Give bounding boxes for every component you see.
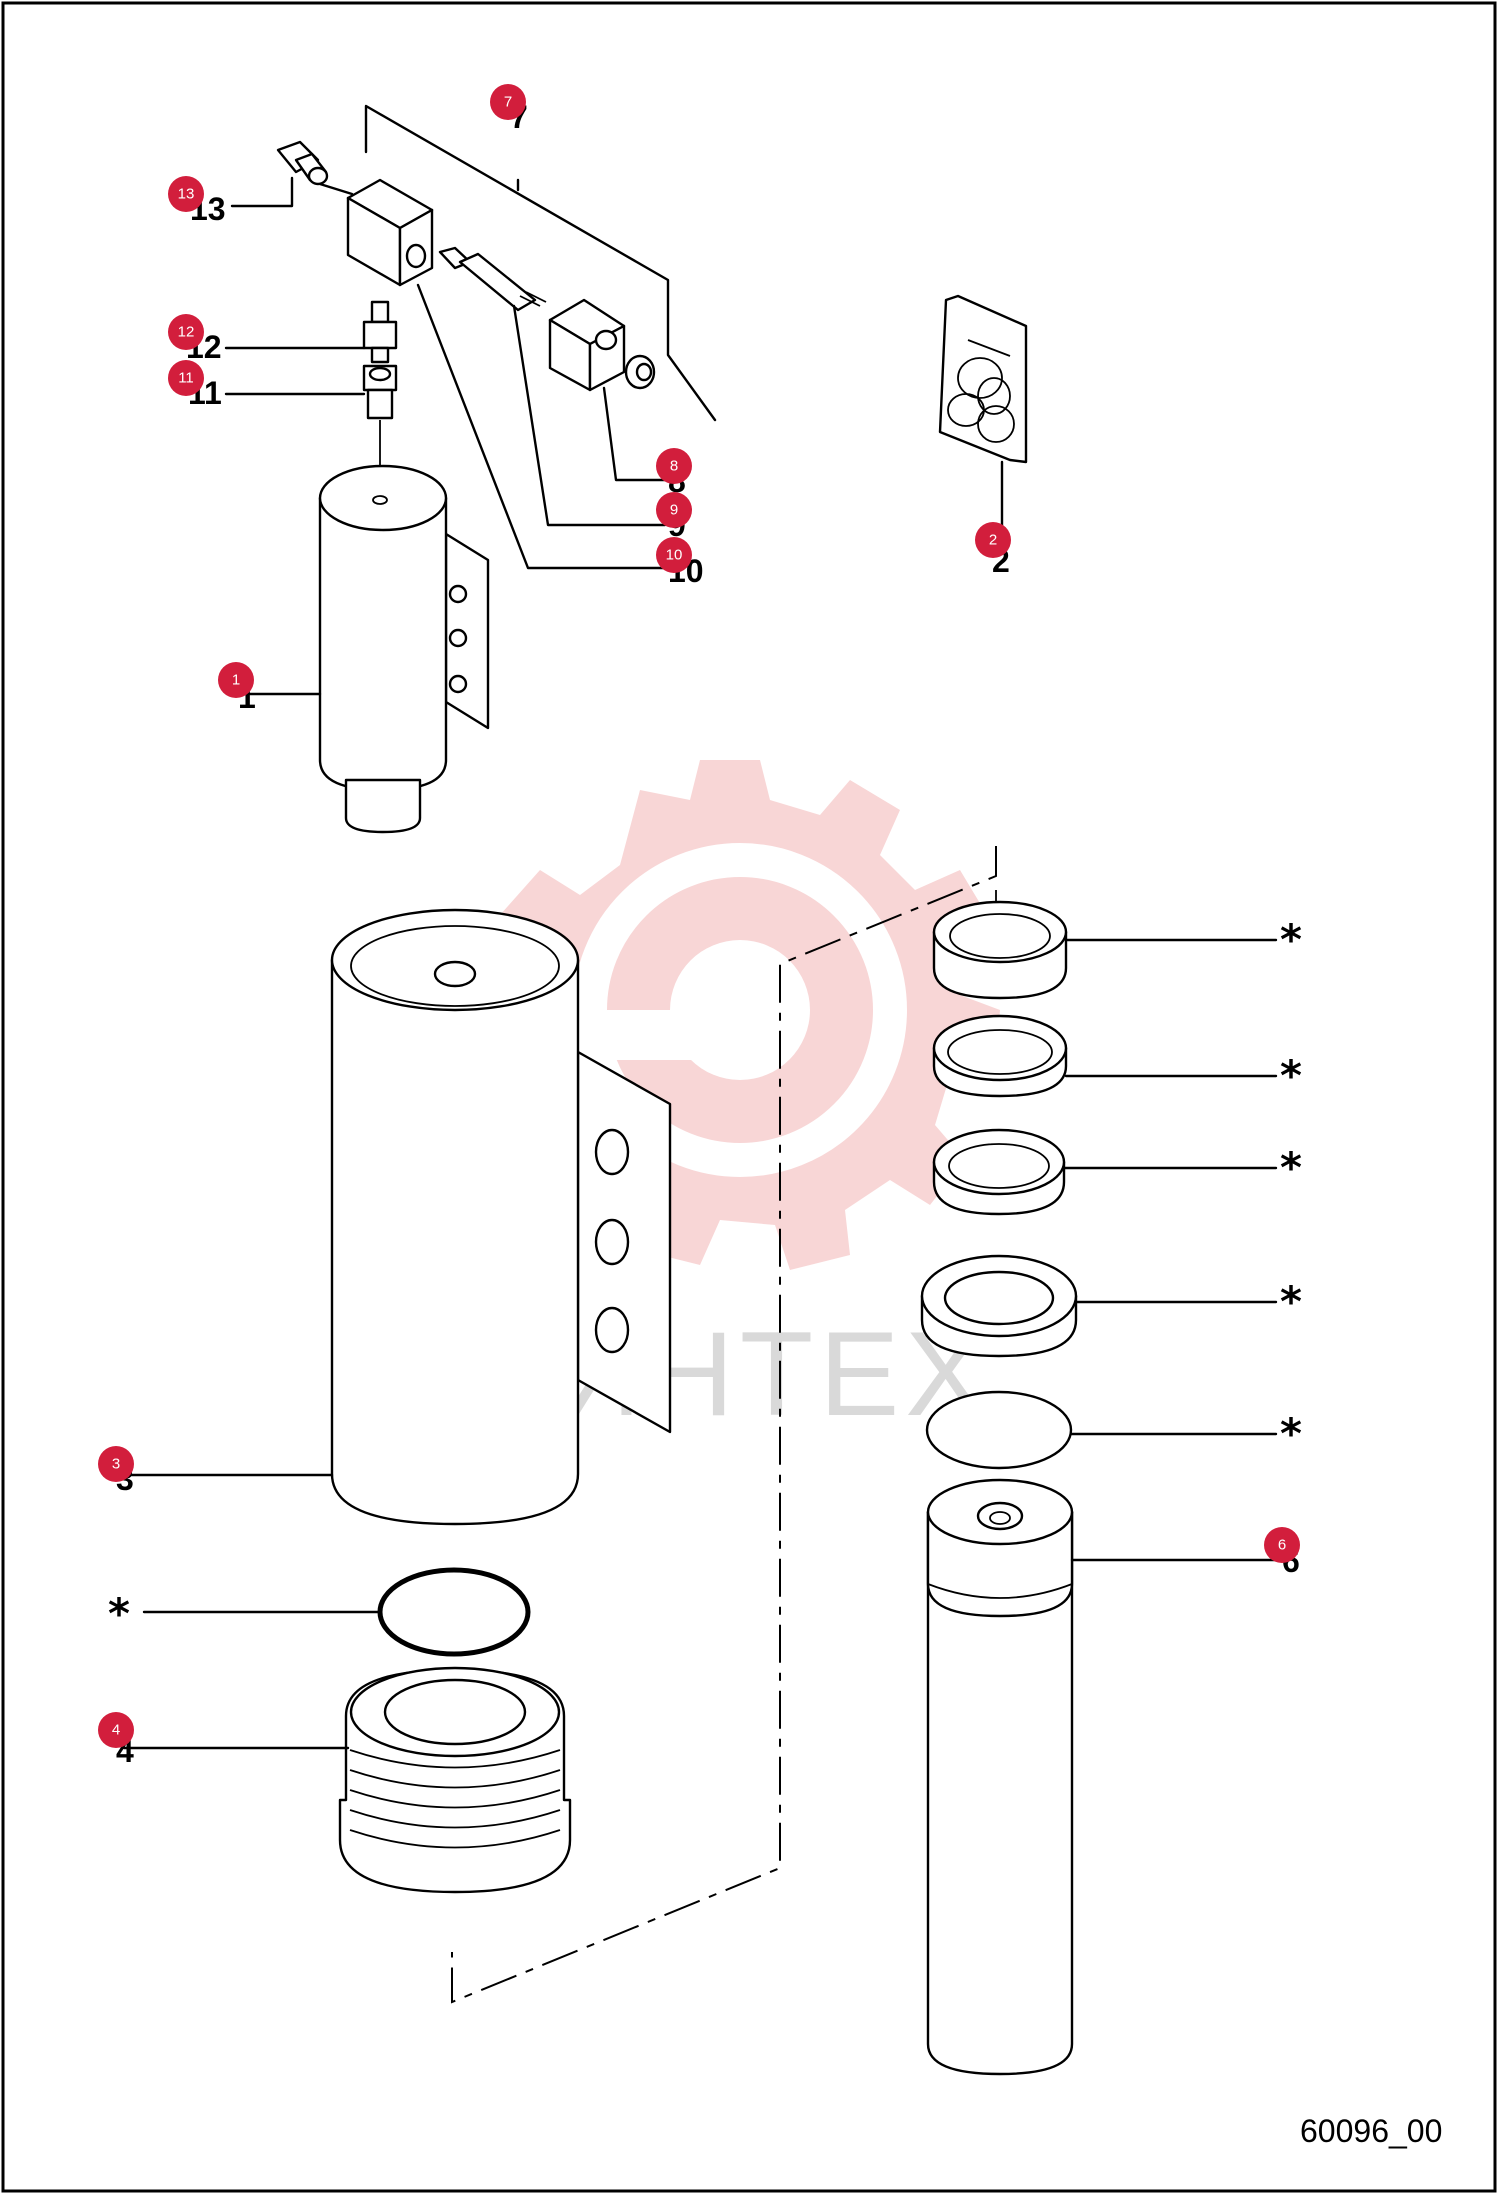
part-12-nipple [362, 300, 398, 364]
badge-9[interactable]: 9 [656, 492, 692, 528]
part-1-cylinder [318, 464, 490, 834]
leader-10 [416, 283, 667, 570]
svg-text:2: 2 [989, 532, 997, 549]
svg-text:3: 3 [112, 1456, 120, 1473]
seal-ring-1 [932, 900, 1068, 1000]
badge-1[interactable]: 1 [218, 662, 254, 698]
seal-marker-2: * [1280, 1051, 1302, 1100]
badge-10[interactable]: 10 [656, 537, 692, 573]
part-13-fitting [276, 140, 354, 196]
badge-11[interactable]: 11 [168, 360, 204, 396]
part-6-piston-rod [926, 1478, 1074, 2076]
drawing-code: 60096_00 [1300, 2113, 1442, 2149]
svg-text:4: 4 [112, 1722, 120, 1739]
part-11-nipple [362, 364, 398, 420]
group-7-bracket [364, 104, 717, 422]
badge-7[interactable]: 7 [490, 84, 526, 120]
svg-text:1: 1 [232, 672, 240, 689]
seal-ring-5 [925, 1390, 1073, 1470]
part-2-seal-kit-bag [938, 294, 1028, 464]
svg-text:9: 9 [670, 502, 678, 519]
badge-12[interactable]: 12 [168, 314, 204, 350]
seal-marker-5: * [1280, 1409, 1302, 1458]
part-7-block-right [548, 298, 626, 392]
seal-ring-4 [920, 1254, 1078, 1358]
part-3-cylinder [330, 908, 672, 1526]
part-4-threaded-nut [338, 1666, 572, 1894]
seal-marker-6: * [108, 1589, 130, 1638]
badge-6[interactable]: 6 [1264, 1527, 1300, 1563]
o-ring-seal [377, 1567, 531, 1657]
part-8-nut [624, 354, 656, 390]
badge-13[interactable]: 13 [168, 176, 204, 212]
badge-4[interactable]: 4 [98, 1712, 134, 1748]
seal-ring-3 [932, 1128, 1066, 1216]
leader-9 [512, 304, 667, 527]
svg-text:8: 8 [670, 458, 678, 475]
badge-3[interactable]: 3 [98, 1446, 134, 1482]
leader-8 [602, 386, 667, 482]
seal-marker-3: * [1280, 1143, 1302, 1192]
svg-text:7: 7 [504, 94, 512, 111]
svg-text:10: 10 [666, 547, 683, 564]
part-7-block [346, 178, 434, 287]
svg-text:11: 11 [178, 370, 194, 387]
part-9-spool [438, 246, 547, 312]
badge-8[interactable]: 8 [656, 448, 692, 484]
seal-marker-1: * [1280, 915, 1302, 964]
leader-13 [230, 176, 294, 208]
svg-text:6: 6 [1278, 1537, 1286, 1554]
svg-text:13: 13 [178, 186, 195, 203]
assembly-path [451, 846, 997, 2004]
seal-marker-4: * [1280, 1277, 1302, 1326]
seal-ring-2 [932, 1014, 1068, 1098]
badge-2[interactable]: 2 [975, 522, 1011, 558]
svg-text:12: 12 [178, 324, 195, 341]
